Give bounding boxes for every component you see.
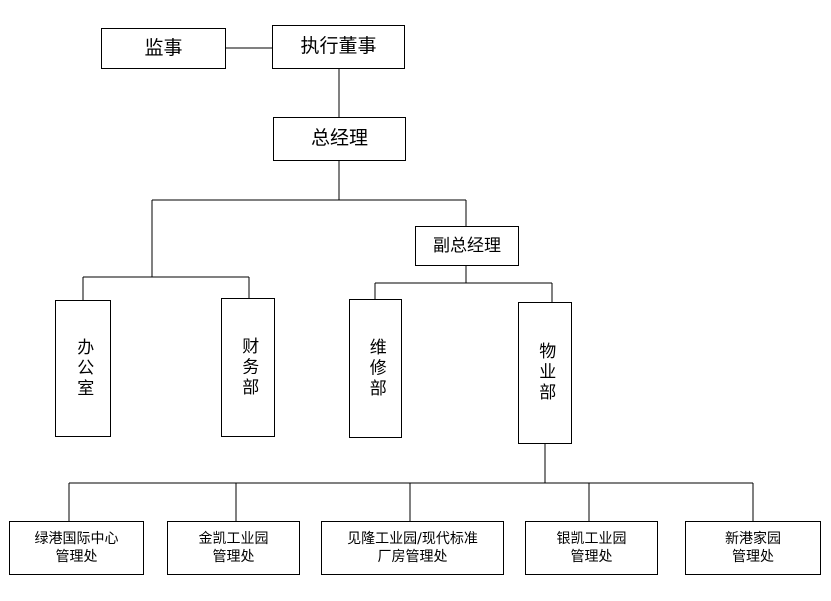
node-label-supervisor: 监事 — [144, 36, 183, 59]
node-yinkai-park-office[interactable]: 银凯工业园 管理处 — [525, 521, 658, 575]
node-xingang-home-office[interactable]: 新港家园 管理处 — [685, 521, 821, 575]
node-label-yinkai-park-office: 银凯工业园 管理处 — [556, 530, 627, 565]
node-property-department[interactable]: 物业部 — [518, 302, 572, 444]
node-label-office: 办公室 — [73, 337, 94, 400]
node-general-manager[interactable]: 总经理 — [273, 117, 406, 161]
node-label-jinkai-park-office: 金凯工业园 管理处 — [198, 530, 269, 565]
node-lvgang-center-office[interactable]: 绿港国际中心 管理处 — [9, 521, 144, 575]
node-label-jianlong-park-office: 见隆工业园/现代标准 厂房管理处 — [347, 530, 478, 565]
node-label-finance-department: 财务部 — [238, 336, 259, 399]
node-executive-director[interactable]: 执行董事 — [272, 25, 405, 69]
node-jinkai-park-office[interactable]: 金凯工业园 管理处 — [167, 521, 300, 575]
node-jianlong-park-office[interactable]: 见隆工业园/现代标准 厂房管理处 — [321, 521, 504, 575]
node-label-maintenance-department: 维修部 — [365, 337, 386, 400]
node-supervisor[interactable]: 监事 — [101, 28, 226, 69]
node-label-xingang-home-office: 新港家园 管理处 — [725, 530, 781, 565]
node-label-property-department: 物业部 — [535, 342, 556, 404]
node-label-general-manager: 总经理 — [310, 127, 368, 150]
node-office[interactable]: 办公室 — [55, 300, 111, 437]
node-maintenance-department[interactable]: 维修部 — [349, 299, 402, 438]
node-finance-department[interactable]: 财务部 — [221, 298, 275, 437]
node-deputy-general-manager[interactable]: 副总经理 — [415, 226, 519, 266]
node-label-deputy-general-manager: 副总经理 — [433, 235, 501, 256]
node-label-lvgang-center-office: 绿港国际中心 管理处 — [34, 530, 119, 565]
node-label-executive-director: 执行董事 — [300, 35, 377, 58]
